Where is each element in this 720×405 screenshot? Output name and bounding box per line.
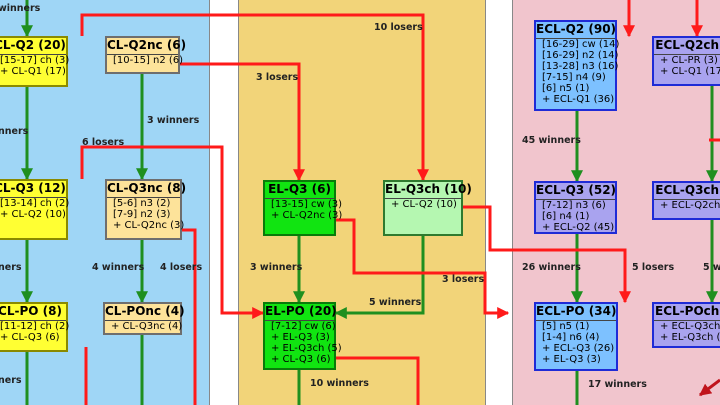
node-title: CL-PO (8) (0, 304, 62, 318)
label-five-losers: 5 losers (632, 262, 675, 273)
label-three-losers-a: 3 losers (256, 72, 299, 83)
node-line: + ECL-Q3ch (5) (660, 321, 720, 332)
node-ecl-q2: ECL-Q2 (90) [16-29] cw (14) [16-29] n2 (… (534, 20, 620, 111)
node-line: [7-12] n3 (6) (542, 200, 606, 211)
label-fortyfive-winners: 45 winners (522, 135, 581, 146)
arrow-six-losers (80, 145, 265, 319)
node-title: ECL-POch ( (655, 304, 720, 318)
node-title: ECL-Q3ch ( (655, 183, 720, 197)
label-six-losers: 6 losers (82, 137, 125, 148)
node-el-q3ch: EL-Q3ch (10) + CL-Q2 (10) (383, 180, 472, 236)
node-cl-q3nc: CL-Q3nc (8) [5-6] n3 (2) [7-9] n2 (3) + … (105, 179, 187, 240)
node-title: CL-Q2nc (6) (107, 38, 187, 52)
node-cl-q3: CL-Q3 (12) [13-14] ch (2) + CL-Q2 (10) (0, 179, 70, 240)
node-line: [5-6] n3 (2) (113, 198, 171, 209)
node-title: EL-Q3ch (10) (385, 182, 472, 196)
node-line: [7-15] n4 (9) (542, 72, 606, 83)
node-line: + ECL-Q2ch (5) (660, 200, 720, 211)
node-line: + CL-Q3 (6) (271, 354, 331, 365)
node-line: [13-28] n3 (16) (542, 61, 619, 72)
label-four-winners: 4 winners (92, 262, 145, 273)
node-line: [16-29] cw (14) (542, 39, 620, 50)
node-line: [6] n4 (1) (542, 211, 590, 222)
node-ecl-poch: ECL-POch ( + ECL-Q3ch (5) + EL-Q3ch (5) (652, 302, 720, 348)
node-cl-q2: CL-Q2 (20) [15-17] ch (3) + CL-Q1 (17) (0, 36, 70, 87)
node-line: + ECL-Q1 (36) (542, 94, 615, 105)
node-line: + CL-PR (3) (660, 55, 718, 66)
node-line: [6] n5 (1) (542, 83, 590, 94)
node-title: CL-Q2 (20) (0, 38, 66, 52)
node-el-po: EL-PO (20) [7-12] cw (6) + EL-Q3 (3) + E… (263, 302, 342, 370)
node-line: [5] n5 (1) (542, 321, 590, 332)
label-three-winners-el: 3 winners (250, 262, 303, 273)
node-line: + CL-Q1 (17) (0, 66, 66, 77)
node-line: [10-15] n2 (6) (113, 55, 184, 66)
label-cl-winners-2: ners (0, 262, 22, 273)
node-title: CL-Q3 (12) (0, 181, 66, 195)
node-cl-ponc: CL-POnc (4) + CL-Q3nc (4) (103, 302, 185, 335)
label-four-losers: 4 losers (160, 262, 203, 273)
node-line: + CL-Q2 (10) (391, 199, 457, 210)
node-line: + EL-Q3ch (5) (660, 332, 720, 343)
node-line: [11-12] ch (2) (0, 321, 70, 332)
node-line: [7-12] cw (6) (271, 321, 336, 332)
label-ten-winners: 10 winners (310, 378, 369, 389)
node-line: + EL-Q3ch (5) (271, 343, 342, 354)
node-line: + EL-Q3 (3) (271, 332, 330, 343)
node-el-q3: EL-Q3 (6) [13-15] cw (3) + CL-Q2nc (3) (263, 180, 343, 236)
node-line: + EL-Q3 (3) (542, 354, 601, 365)
node-cl-q2nc: CL-Q2nc (6) [10-15] n2 (6) (105, 36, 187, 74)
node-title: EL-Q3 (6) (268, 182, 331, 196)
node-line: + CL-Q2nc (3) (113, 220, 185, 231)
node-line: + ECL-Q2 (45) (542, 222, 615, 233)
node-line: + CL-Q2nc (3) (271, 210, 343, 221)
node-title: ECL-Q2ch ( (655, 38, 720, 52)
node-title: ECL-Q2 (90) (536, 22, 617, 36)
label-five-winners: 5 winners (369, 297, 422, 308)
node-line: [1-4] n6 (4) (542, 332, 600, 343)
node-line: [16-29] n2 (14) (542, 50, 619, 61)
label-ten-losers: 10 losers (374, 22, 423, 33)
node-ecl-q2ch: ECL-Q2ch ( + CL-PR (3) + CL-Q1 (17) (652, 36, 720, 86)
node-title: ECL-Q3 (52) (536, 183, 617, 197)
node-line: [15-17] ch (3) (0, 55, 70, 66)
arrow-five-losers (463, 205, 631, 304)
label-winners-top: winners (0, 3, 41, 14)
label-cl-winners-3: ners (0, 375, 22, 386)
label-seventeen-winners: 17 winners (588, 379, 647, 390)
arrow-cl-q3nc-loser (182, 228, 197, 405)
node-line: + CL-Q3nc (4) (111, 321, 183, 332)
node-line: + ECL-Q3 (26) (542, 343, 615, 354)
node-title: CL-POnc (4) (105, 304, 185, 318)
label-three-winners-nc: 3 winners (147, 115, 200, 126)
node-line: [13-14] ch (2) (0, 198, 70, 209)
node-line: + CL-Q1 (17) (660, 66, 720, 77)
node-ecl-q3ch: ECL-Q3ch ( + ECL-Q2ch (5) (652, 181, 720, 220)
arrow-ten-losers (80, 13, 429, 182)
label-twentysix-winners: 26 winners (522, 262, 581, 273)
node-title: CL-Q3nc (8) (107, 181, 187, 195)
arrow-el-po-loser (336, 356, 420, 405)
label-cl-winners-1: nners (0, 126, 29, 137)
node-cl-po: CL-PO (8) [11-12] ch (2) + CL-Q3 (6) (0, 302, 70, 352)
node-line: + CL-Q2 (10) (0, 209, 66, 220)
arrow-el-q3ch-to-el-po (334, 236, 425, 319)
label-five-w-right: 5 w (703, 262, 720, 273)
arrow-three-losers-b (336, 218, 510, 319)
node-line: [13-15] cw (3) (271, 199, 343, 210)
node-title: EL-PO (20) (265, 304, 337, 318)
node-ecl-q3: ECL-Q3 (52) [7-12] n3 (6) [6] n4 (1) + E… (534, 181, 617, 234)
arrow-right-dark-red (699, 378, 720, 397)
label-three-losers-b: 3 losers (442, 274, 485, 285)
node-line: + CL-Q3 (6) (0, 332, 60, 343)
node-title: ECL-PO (34) (536, 304, 617, 318)
node-line: [7-9] n2 (3) (113, 209, 171, 220)
arrow-three-losers-a (180, 62, 305, 182)
node-ecl-po: ECL-PO (34) [5] n5 (1) [1-4] n6 (4) + EC… (534, 302, 618, 371)
